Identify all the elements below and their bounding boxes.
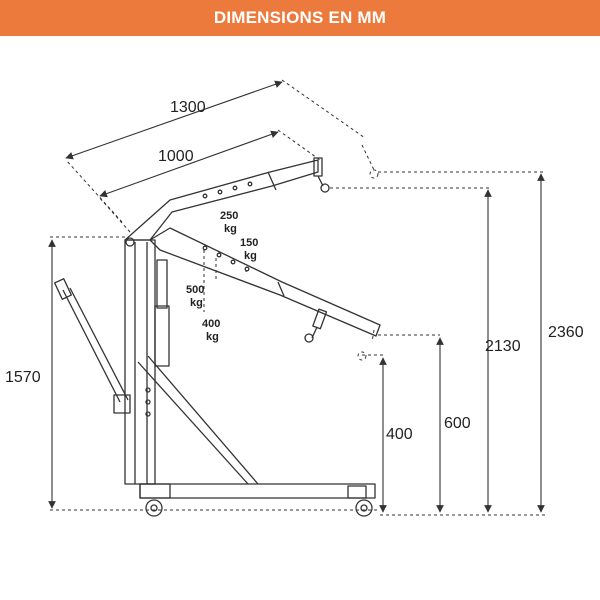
crane-mast: [124, 239, 156, 485]
load-unit-400: kg: [206, 331, 219, 343]
load-label-150: 150: [240, 237, 258, 249]
dim-label-1000: 1000: [158, 148, 194, 165]
load-unit-500: kg: [190, 297, 203, 309]
dim-label-1570: 1570: [5, 369, 41, 386]
load-unit-150: kg: [244, 250, 257, 262]
dim-label-1300: 1300: [170, 99, 206, 116]
header-banner: DIMENSIONS EN MM: [0, 0, 600, 36]
boom-upper: [124, 159, 319, 241]
load-label-400: 400: [202, 318, 220, 330]
wheel-right: [355, 499, 373, 517]
load-unit-250: kg: [224, 223, 237, 235]
boom-lower: [149, 227, 381, 337]
extension-lines: [50, 79, 545, 516]
dimension-arrows: [48, 80, 545, 513]
dim-label-2130: 2130: [485, 338, 521, 355]
load-label-500: 500: [186, 284, 204, 296]
pump-handle: [62, 289, 121, 403]
crane-base: [139, 483, 376, 499]
dim-label-400: 400: [386, 426, 413, 443]
dim-label-2360: 2360: [548, 324, 584, 341]
wheel-left: [145, 499, 163, 517]
dim-label-600: 600: [444, 415, 471, 432]
diagonal-brace: [137, 361, 249, 485]
hydraulic-ram: [156, 259, 168, 309]
base-bracket-right: [347, 485, 367, 499]
base-bracket-left: [139, 483, 171, 499]
page-title: DIMENSIONS EN MM: [213, 8, 387, 27]
load-label-250: 250: [220, 210, 238, 222]
